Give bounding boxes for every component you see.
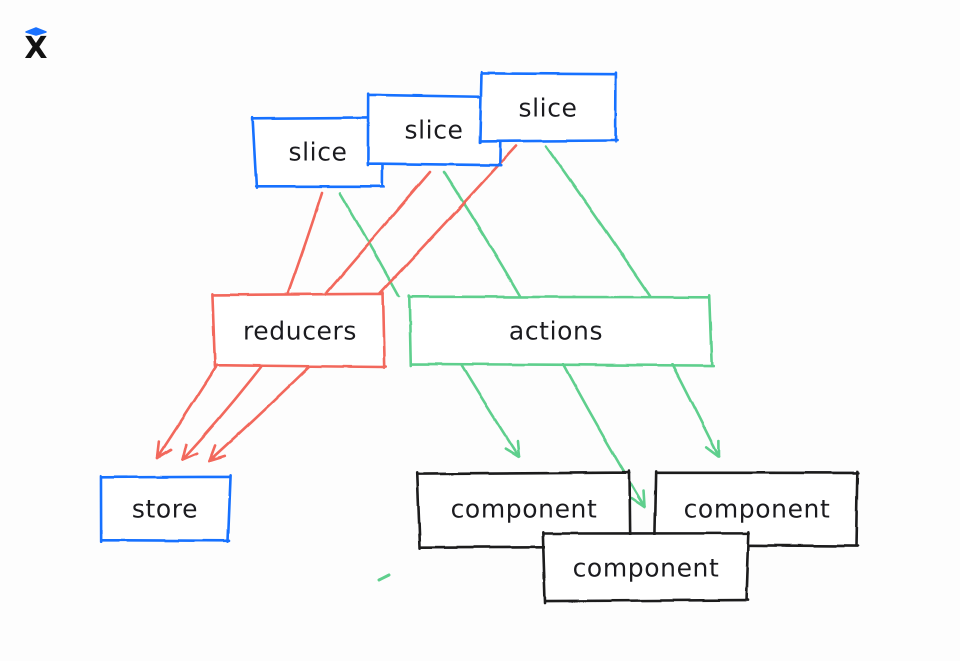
node-component-bottom[interactable] [541,530,751,604]
node-slice-2[interactable] [366,92,504,167]
connector-slice3-to-reducers [378,144,518,295]
x-letter: X [24,31,47,64]
connector-slice2-to-reducers [324,170,432,295]
node-outline [211,290,388,370]
connector-slice1-to-reducers [286,191,324,295]
node-fill [101,477,229,541]
stray-marks-layer [377,573,391,582]
connector-line [207,365,311,463]
connector-line [378,144,518,295]
connector-reducers-to-store-3 [207,365,311,463]
node-outline [541,530,751,604]
connector-line [286,191,324,295]
node-outline [653,470,860,548]
arrowhead [180,443,198,462]
connector-reducers-to-store-2 [180,365,263,462]
connector-line [459,362,521,459]
x-logo-svg: X [24,27,48,66]
node-outline [478,70,619,145]
arrowhead [155,440,173,460]
connector-actions-to-component-left [459,362,521,459]
connector-actions-to-component-right [670,362,721,459]
node-layer [99,70,860,604]
excalidraw-x-logo: X [16,16,56,66]
connector-line [561,362,647,509]
node-reducers[interactable] [211,290,388,370]
connector-line [324,170,432,295]
node-fill [545,535,748,602]
node-fill [411,297,710,363]
node-slice-3[interactable] [478,70,619,145]
node-fill [419,474,631,547]
connector-line [670,362,721,459]
stray-mark-green-speck [377,573,391,582]
node-fill [368,96,500,163]
node-actions[interactable] [407,294,715,367]
connector-actions-to-component-bottom [561,362,647,509]
node-fill [482,74,615,142]
arrowhead [630,489,647,509]
arrowhead [504,439,521,459]
connector-line [155,365,218,460]
connector-slice3-to-actions [544,144,652,298]
connection-layer [155,144,721,509]
node-fill [214,295,385,366]
blue-chevron-icon [25,27,47,36]
arrowhead [704,439,721,459]
node-fill [254,119,383,185]
node-store[interactable] [99,474,232,544]
connector-line [442,170,522,298]
connector-reducers-to-store-1 [155,365,218,460]
node-outline [415,469,634,550]
node-component-left[interactable] [415,469,634,550]
connector-line [180,365,263,462]
node-outline [407,294,715,367]
node-outline [99,474,232,544]
node-slice-1[interactable] [251,114,386,189]
connector-line [544,144,652,298]
arrowhead [207,444,226,463]
connector-slice2-to-actions [442,170,522,298]
